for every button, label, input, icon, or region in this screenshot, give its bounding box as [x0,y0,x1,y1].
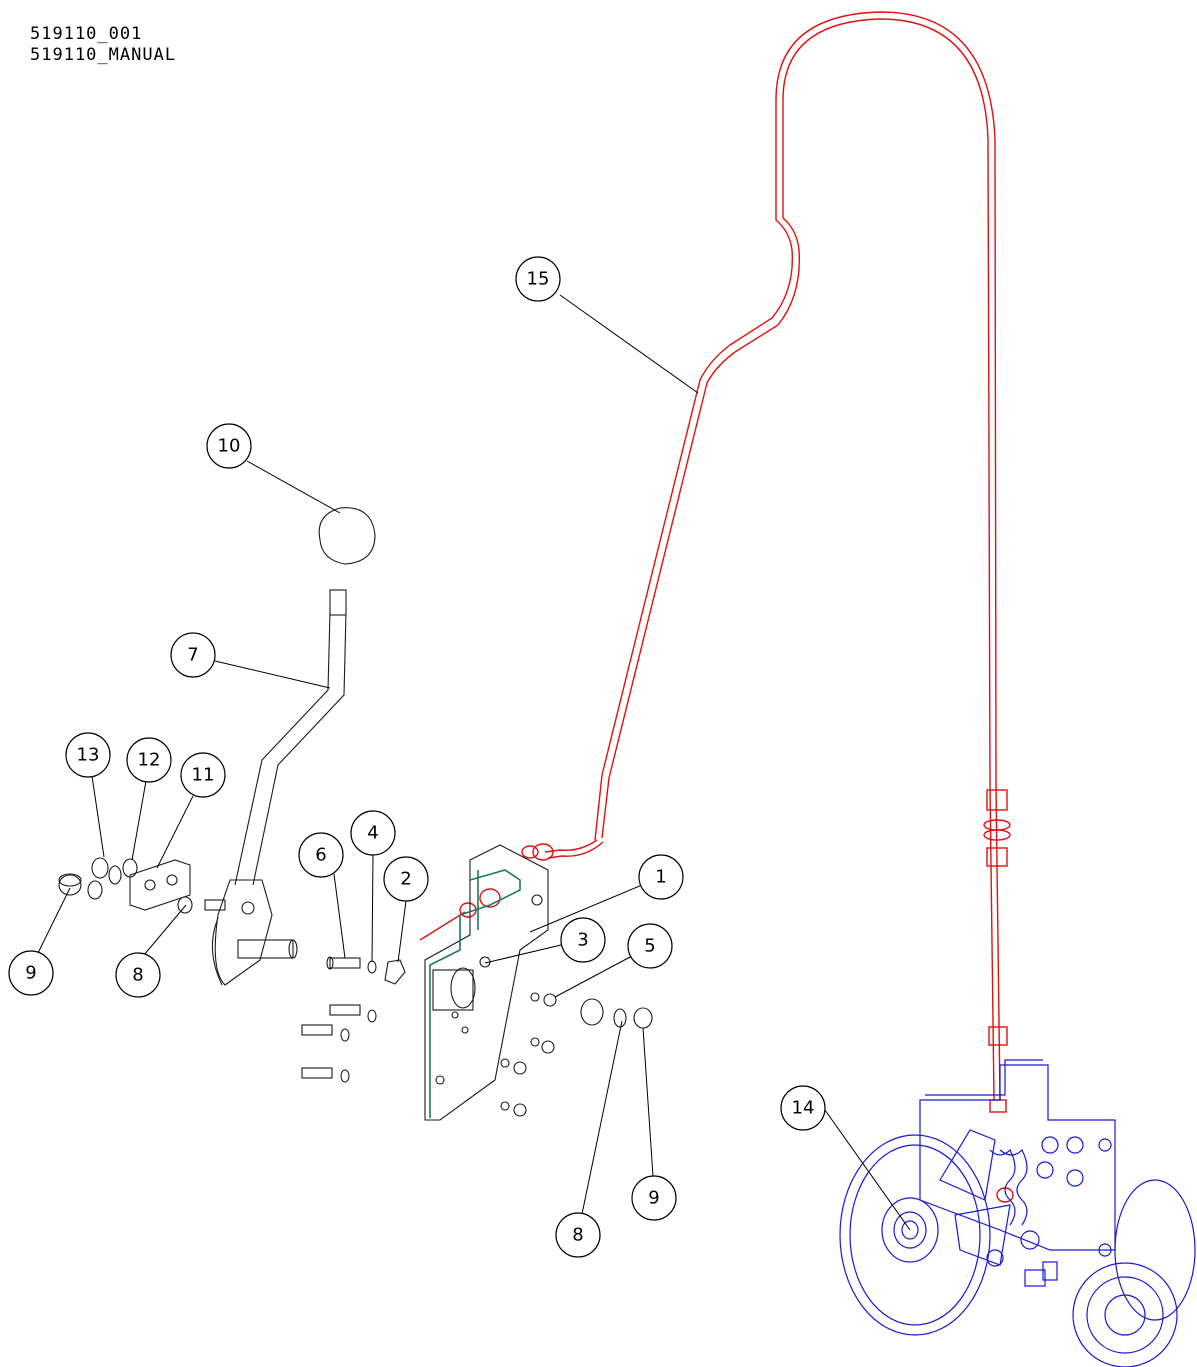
svg-text:8: 8 [572,1225,583,1246]
svg-text:9: 9 [25,963,36,984]
part-number: 519110_001 [30,24,143,44]
callout-8-left: 8 [115,952,161,998]
mounting-plate [424,844,549,1121]
svg-text:4: 4 [367,823,378,844]
callout-10: 10 [206,423,252,469]
callout-12: 12 [126,737,172,783]
callout-8-right: 8 [555,1212,601,1258]
callout-4: 4 [350,810,396,856]
svg-text:9: 9 [648,1188,659,1209]
svg-text:10: 10 [218,436,241,457]
svg-text:15: 15 [527,269,550,290]
svg-text:13: 13 [77,745,100,766]
svg-text:1: 1 [655,867,666,888]
callout-5: 5 [627,923,673,969]
hardware-center [301,956,491,1083]
svg-text:8: 8 [132,965,143,986]
callout-2: 2 [383,856,429,902]
callout-1: 1 [638,854,684,900]
callout-7: 7 [170,632,216,678]
idler-pulley-assembly [839,1059,1196,1367]
svg-text:12: 12 [138,750,161,771]
callout-14: 14 [780,1085,826,1131]
callout-13: 13 [65,732,111,778]
cable-assembly [419,11,1014,1203]
callout-15: 15 [515,256,561,302]
callout-6: 6 [298,832,344,878]
svg-text:11: 11 [192,765,215,786]
shift-lever [204,589,347,986]
svg-text:7: 7 [187,645,198,666]
svg-text:2: 2 [400,869,411,890]
knob [318,507,376,565]
svg-text:3: 3 [577,930,588,951]
callout-9-right: 9 [631,1175,677,1221]
svg-text:6: 6 [315,845,326,866]
svg-text:14: 14 [792,1098,815,1119]
callout-3: 3 [560,917,606,963]
hardware-left [58,857,193,914]
detent-plate [129,859,191,911]
svg-text:5: 5 [644,936,655,957]
callout-9-left: 9 [8,950,54,996]
hardware-right [500,992,653,1117]
callout-11: 11 [180,752,226,798]
manual-reference: 519110_MANUAL [30,45,177,65]
callout-leaders [37,294,911,1231]
